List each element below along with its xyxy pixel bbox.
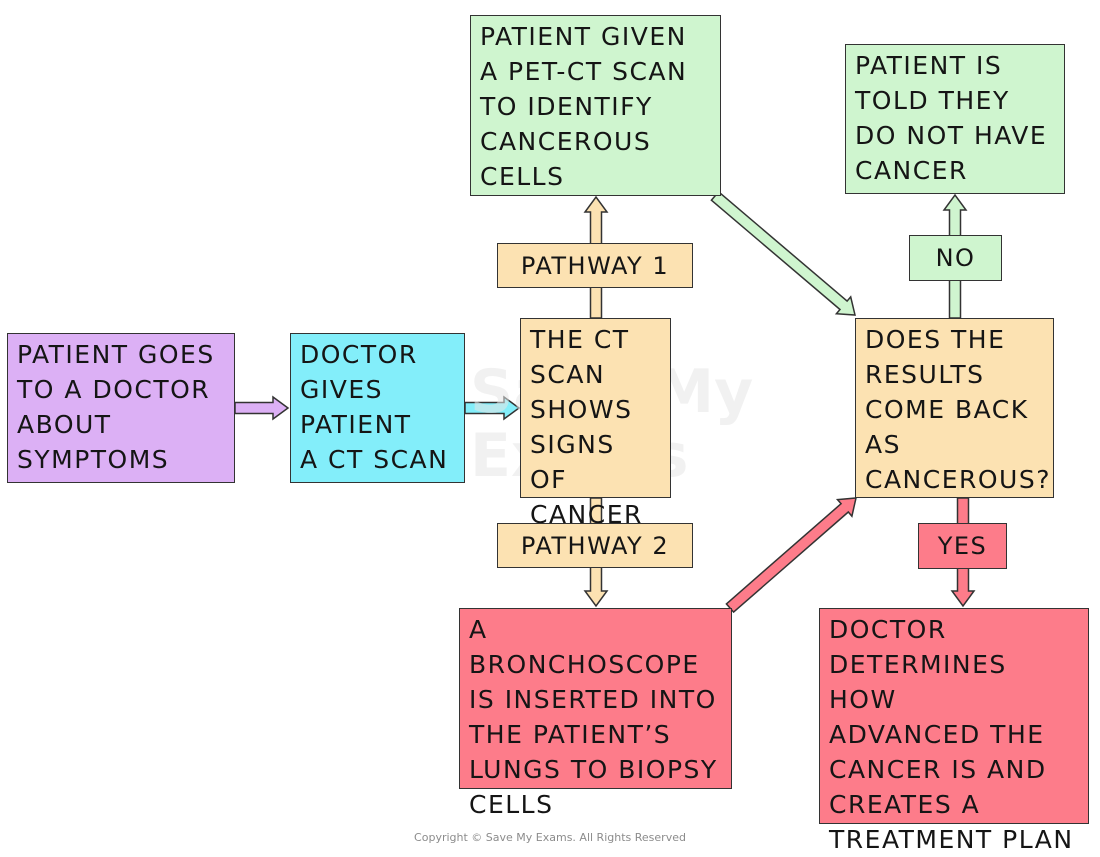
label-yes: YES: [918, 523, 1007, 569]
node-results-cancerous-question: DOES THE RESULTS COME BACK AS CANCEROUS?: [855, 318, 1054, 498]
node-pet-ct-scan: PATIENT GIVEN A PET-CT SCAN TO IDENTIFY …: [470, 15, 721, 196]
copyright-notice: Copyright © Save My Exams. All Rights Re…: [414, 831, 686, 844]
label-no: NO: [909, 235, 1002, 281]
node-bronchoscope-biopsy: A BRONCHOSCOPE IS INSERTED INTO THE PATI…: [459, 608, 732, 819]
arrow-pet-ct-to-results: [710, 190, 856, 316]
node-patient-goes-to-doctor: PATIENT GOES TO A DOCTOR ABOUT SYMPTOMS: [7, 333, 235, 483]
arrow-patient-to-doctor: [234, 395, 290, 421]
arrow-bronchoscope-to-results: [725, 497, 857, 614]
node-told-no-cancer: PATIENT IS TOLD THEY DO NOT HAVE CANCER: [845, 44, 1065, 194]
node-ct-shows-cancer: THE CT SCAN SHOWS SIGNS OF CANCER: [520, 318, 671, 529]
arrow-doctor-to-ct: [464, 395, 521, 421]
label-pathway-2: PATHWAY 2: [497, 523, 693, 568]
node-doctor-gives-ct-scan: DOCTOR GIVES PATIENT A CT SCAN: [290, 333, 465, 483]
node-treatment-plan: DOCTOR DETERMINES HOW ADVANCED THE CANCE…: [819, 608, 1089, 854]
label-pathway-1: PATHWAY 1: [497, 243, 693, 288]
